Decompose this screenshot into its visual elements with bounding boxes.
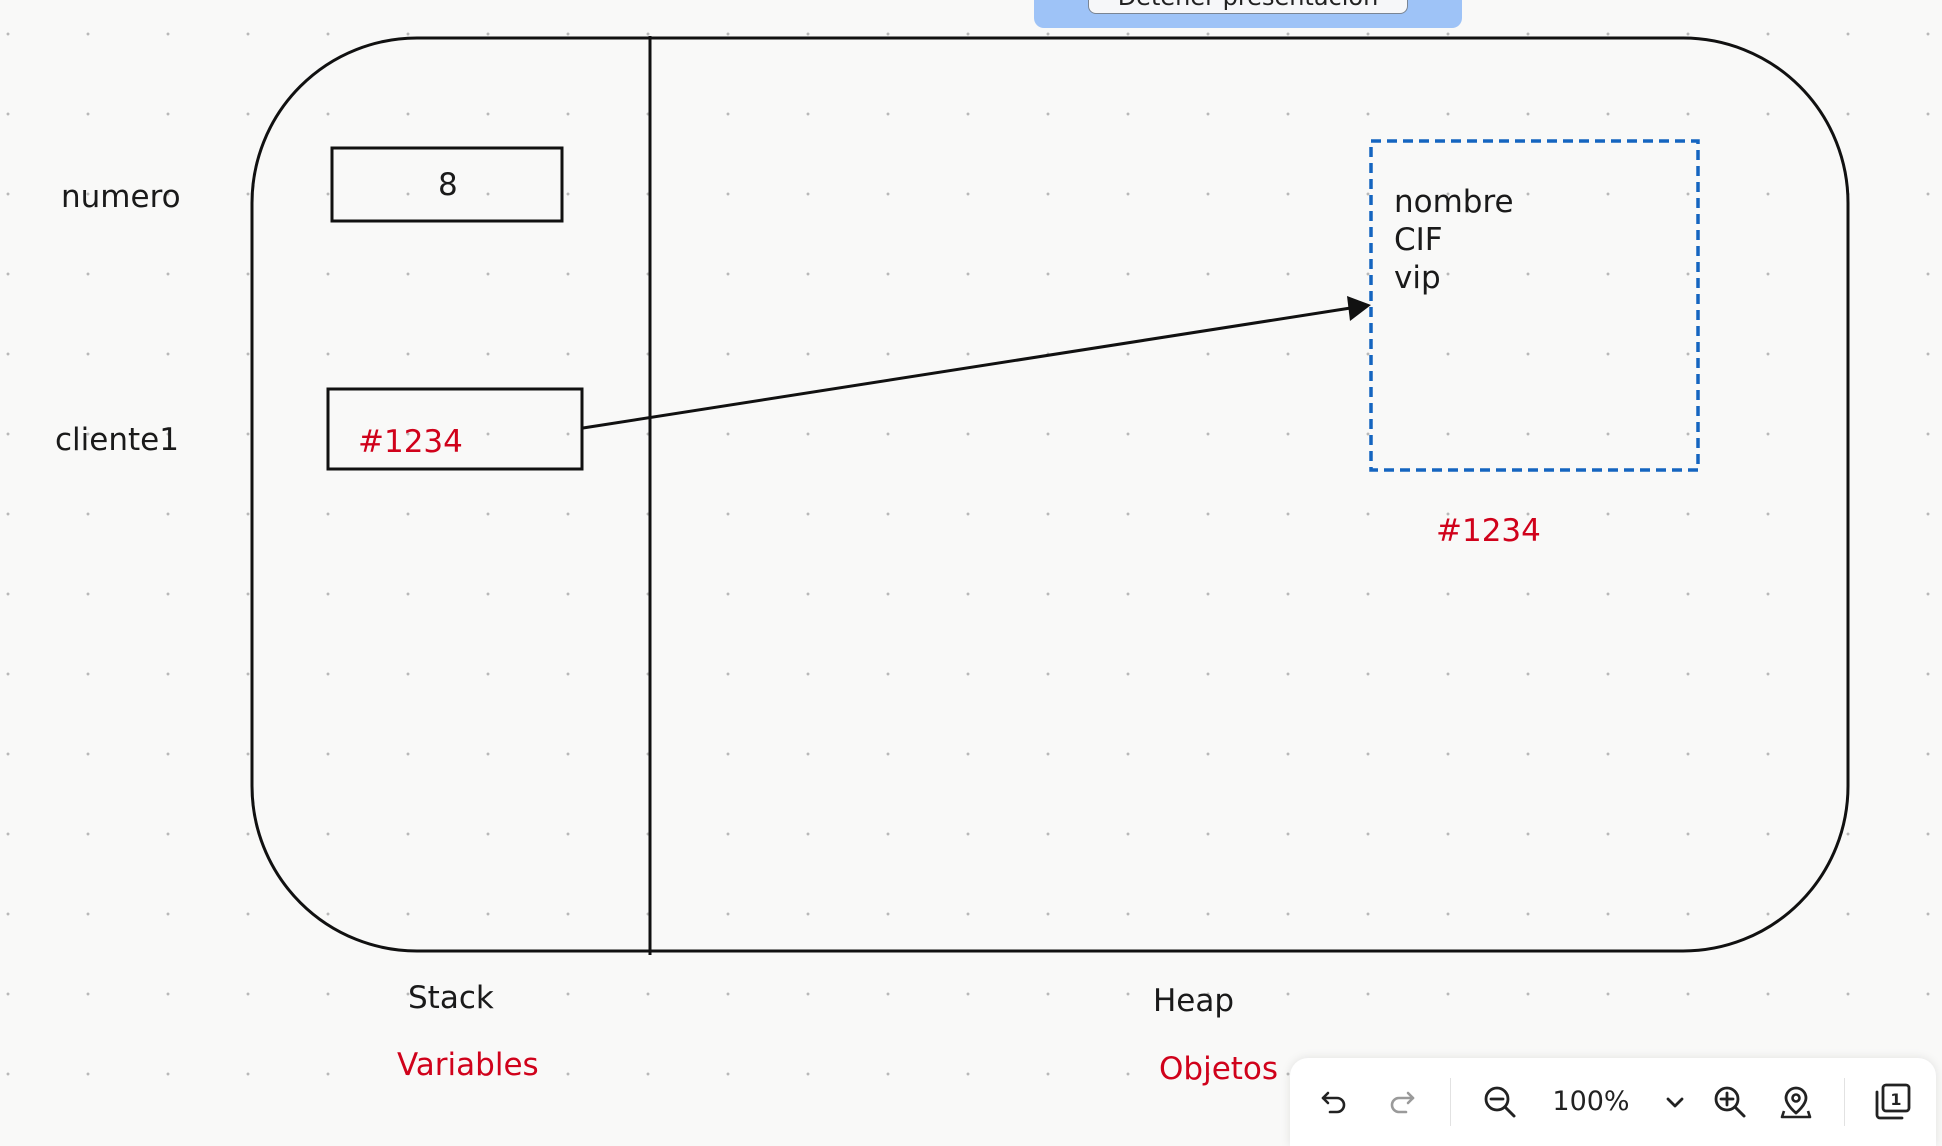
- arrowhead: [1347, 296, 1371, 321]
- object-field: CIF: [1394, 222, 1443, 258]
- cliente1-reference-value[interactable]: #1234: [358, 424, 463, 460]
- cliente1-label[interactable]: cliente1: [55, 422, 179, 458]
- undo-icon: [1321, 1091, 1346, 1114]
- object-field: nombre: [1394, 184, 1514, 220]
- zoom-toolbar: 100% 1: [1290, 1058, 1936, 1146]
- pages-count: 1: [1890, 1090, 1901, 1109]
- zoom-dropdown-button[interactable]: [1658, 1080, 1692, 1124]
- zoom-out-icon: [1484, 1086, 1516, 1118]
- heap-subtitle[interactable]: Objetos: [1159, 1051, 1279, 1087]
- object-address[interactable]: #1234: [1436, 513, 1541, 549]
- heap-title[interactable]: Heap: [1153, 983, 1235, 1019]
- stack-subtitle[interactable]: Variables: [397, 1047, 539, 1083]
- object-fields[interactable]: nombre CIF vip: [1394, 183, 1514, 297]
- locate-button[interactable]: [1774, 1080, 1818, 1124]
- cliente1-box[interactable]: [326, 387, 584, 471]
- pages-button[interactable]: 1: [1866, 1080, 1916, 1124]
- map-pin-icon: [1780, 1086, 1812, 1119]
- toolbar-divider: [1450, 1078, 1451, 1126]
- toolbar-divider: [1844, 1078, 1845, 1126]
- redo-icon: [1390, 1091, 1415, 1114]
- numero-box[interactable]: [330, 146, 564, 223]
- object-field: vip: [1394, 260, 1441, 296]
- stop-presentation-button[interactable]: Detener presentación: [1088, 0, 1408, 14]
- reference-arrow[interactable]: [582, 305, 1358, 430]
- numero-label[interactable]: numero: [61, 179, 181, 215]
- undo-button[interactable]: [1312, 1080, 1356, 1124]
- zoom-in-button[interactable]: [1708, 1080, 1752, 1124]
- redo-button[interactable]: [1380, 1080, 1424, 1124]
- pages-icon: 1: [1875, 1083, 1911, 1120]
- chevron-down-icon: [1666, 1097, 1684, 1108]
- zoom-in-icon: [1714, 1086, 1746, 1118]
- numero-value[interactable]: 8: [438, 167, 458, 203]
- stack-title[interactable]: Stack: [408, 980, 494, 1016]
- object-box[interactable]: [1369, 139, 1700, 472]
- zoom-out-button[interactable]: [1478, 1080, 1522, 1124]
- zoom-level[interactable]: 100%: [1552, 1086, 1630, 1117]
- memory-region[interactable]: [250, 36, 1850, 953]
- presentation-banner: Detener presentación: [1034, 0, 1462, 28]
